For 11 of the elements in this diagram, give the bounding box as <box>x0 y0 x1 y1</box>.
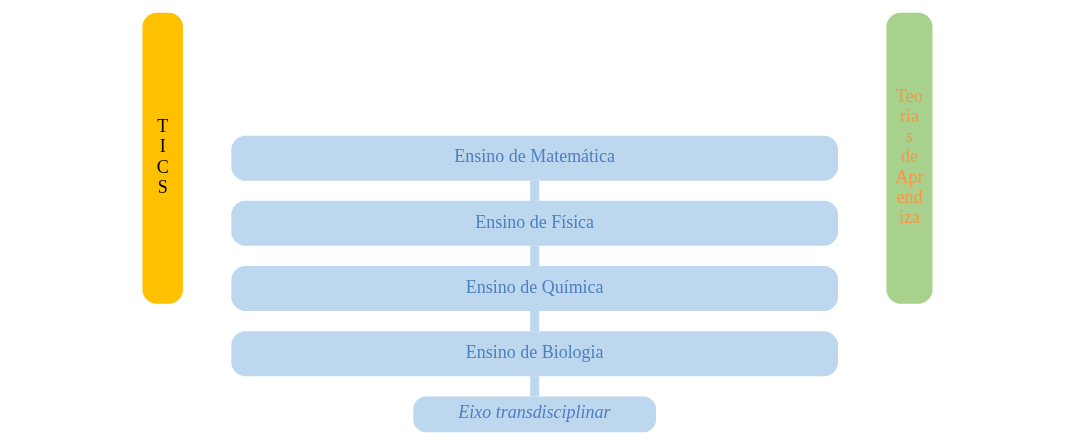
node-box: Teorias de Aprendiza <box>885 12 932 304</box>
node-box: Ensino de Biologia <box>230 331 838 377</box>
node-box: Ensino de Física <box>230 200 838 246</box>
node-box: Ensino de Matemática <box>230 135 838 181</box>
connector <box>529 376 539 397</box>
node-box: Eixo transdisciplinar <box>412 396 656 433</box>
node-box: TICS <box>142 12 183 304</box>
connector <box>529 245 539 267</box>
connector <box>529 180 539 201</box>
connector <box>529 311 539 332</box>
node-box: Ensino de Química <box>230 266 838 311</box>
